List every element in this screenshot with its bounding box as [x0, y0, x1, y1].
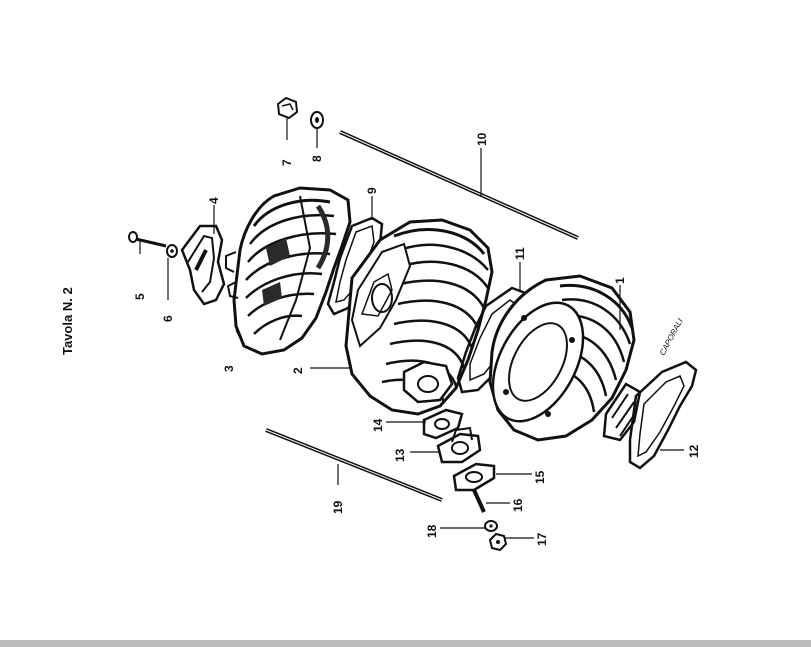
label-15: 15	[533, 470, 547, 484]
label-18: 18	[425, 524, 439, 538]
part-2-cylinder-head	[344, 218, 494, 416]
label-13: 13	[393, 448, 407, 462]
label-8: 8	[310, 155, 324, 162]
brand-mark: CAPORALI	[658, 316, 685, 357]
part-10-stud	[339, 130, 579, 240]
part-5-screw	[128, 231, 167, 248]
part-16-stud	[472, 489, 486, 513]
part-4-bracket	[180, 224, 226, 306]
part-8-washer	[310, 111, 324, 129]
part-15-flange-gasket	[452, 462, 496, 492]
part-7-nut	[276, 96, 299, 120]
part-18-washer	[484, 520, 498, 532]
part-13-intake-flange	[436, 426, 482, 464]
label-14: 14	[371, 418, 385, 432]
part-19-stud	[265, 428, 443, 502]
label-10: 10	[475, 132, 489, 146]
label-12: 12	[687, 444, 701, 458]
page-edge	[0, 640, 811, 647]
part-3-head-cover	[225, 186, 352, 356]
label-16: 16	[511, 498, 525, 512]
part-14-flange-gasket	[422, 408, 464, 440]
label-3: 3	[222, 365, 236, 372]
part-numbers: 1 2 3 4 5 6 7 8 9 10 11 12 13 14 15 16 1…	[133, 132, 701, 546]
label-17: 17	[535, 532, 549, 546]
label-9: 9	[365, 187, 379, 194]
part-12-base-gasket	[628, 360, 698, 470]
label-2: 2	[291, 367, 305, 374]
label-6: 6	[161, 315, 175, 322]
part-6-washer	[166, 244, 178, 258]
sheet-title: Tavola N. 2	[60, 287, 75, 355]
part-17-nut	[488, 532, 508, 552]
label-19: 19	[331, 500, 345, 514]
label-11: 11	[513, 247, 527, 260]
label-4: 4	[207, 197, 221, 204]
leader-lines	[139, 116, 684, 539]
part-1-cylinder	[488, 274, 642, 442]
label-1: 1	[613, 277, 627, 284]
label-7: 7	[280, 159, 294, 166]
label-5: 5	[133, 293, 147, 300]
